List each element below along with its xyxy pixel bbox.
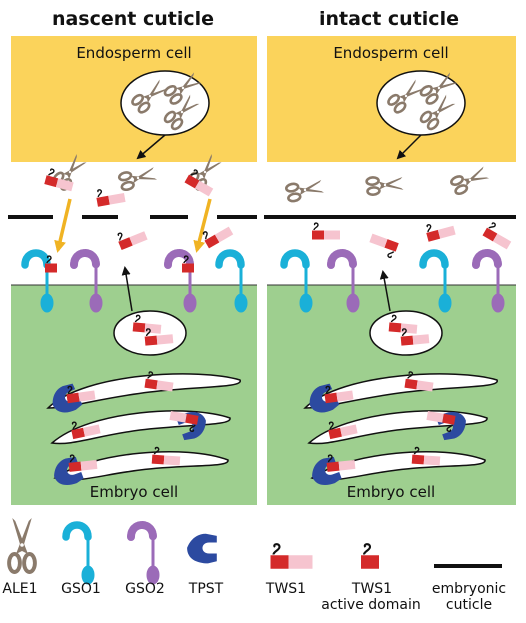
tws1-peptide-icon (481, 220, 516, 251)
legend-cuticle-2: cuticle (446, 597, 492, 613)
gso1-receptor-icon (66, 525, 95, 585)
embryo-label: Embryo cell (347, 483, 435, 501)
legend: ALE1 GSO1 GSO2 TPST TWS1 TWS1 active dom… (2, 516, 506, 613)
legend-cuticle-1: embryonic (432, 581, 506, 597)
scissors-icon (284, 176, 326, 204)
legend-tws1-active: TWS1 (351, 581, 392, 597)
legend-gso1: GSO1 (61, 581, 101, 597)
legend-gso2: GSO2 (125, 581, 165, 597)
tws1-peptide-icon (114, 223, 149, 251)
tws1-peptide-icon (311, 222, 341, 241)
tws1-peptide-icon (366, 232, 400, 260)
panel-nascent: Endosperm cell Embryo cell (8, 36, 257, 505)
panel-title-nascent: nascent cuticle (52, 8, 214, 30)
endosperm-label: Endosperm cell (333, 44, 448, 62)
tws1-peptide-icon (200, 219, 234, 250)
tws1-active-icon (359, 543, 381, 570)
tws1-peptide-icon (269, 543, 314, 570)
scissors-icon (117, 163, 159, 193)
panel-intact: Endosperm cell Embryo cell (264, 36, 516, 505)
tws1-peptide-icon (94, 184, 127, 208)
tws1-peptide-icon (423, 217, 457, 243)
ale1-vesicle (120, 70, 210, 136)
legend-tws1-active-domain: active domain (321, 597, 420, 613)
endosperm-label: Endosperm cell (76, 44, 191, 62)
gso2-receptor-icon (131, 525, 160, 585)
ale1-vesicle (376, 70, 466, 136)
legend-tws1: TWS1 (265, 581, 306, 597)
legend-tpst: TPST (188, 581, 224, 597)
legend-ale1: ALE1 (2, 581, 37, 597)
scissors-icon (448, 163, 492, 197)
panel-title-intact: intact cuticle (319, 8, 459, 30)
tpst-icon (187, 533, 217, 564)
embryo-label: Embryo cell (90, 483, 178, 501)
scissors-icon (365, 173, 405, 197)
tws1-peptide-icon (183, 167, 218, 198)
scissors-icon (7, 516, 37, 574)
